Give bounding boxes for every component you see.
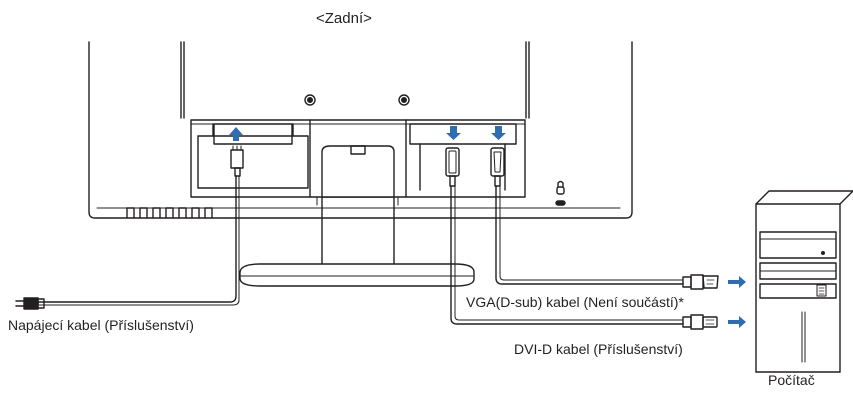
arrow-down-icon	[491, 126, 506, 140]
arrow-right-icon	[728, 316, 746, 328]
power-cable-label: Napájecí kabel (Příslušenství)	[8, 317, 194, 333]
power-plug-icon	[15, 297, 45, 310]
vga-connector-icon	[682, 274, 719, 290]
dvi-connector-icon	[682, 314, 718, 330]
power-cable	[15, 145, 244, 310]
vga-cable	[490, 147, 719, 290]
arrow-right-icon	[728, 276, 746, 288]
monitor-back	[88, 41, 633, 219]
arrow-down-icon	[446, 126, 461, 140]
vent-slots	[126, 207, 213, 219]
monitor-stand	[239, 145, 475, 287]
diagram-title: <Zadní>	[316, 10, 372, 27]
vga-cable-label: VGA(D-sub) kabel (Není součástí)*	[466, 294, 684, 310]
arrow-up-icon	[229, 127, 243, 141]
computer-label: Počítač	[768, 372, 815, 388]
kensington-lock-icon	[555, 180, 566, 206]
dvi-cable	[445, 147, 718, 330]
dvi-cable-label: DVI-D kabel (Příslušenství)	[514, 341, 683, 357]
computer-tower-icon	[755, 190, 853, 373]
